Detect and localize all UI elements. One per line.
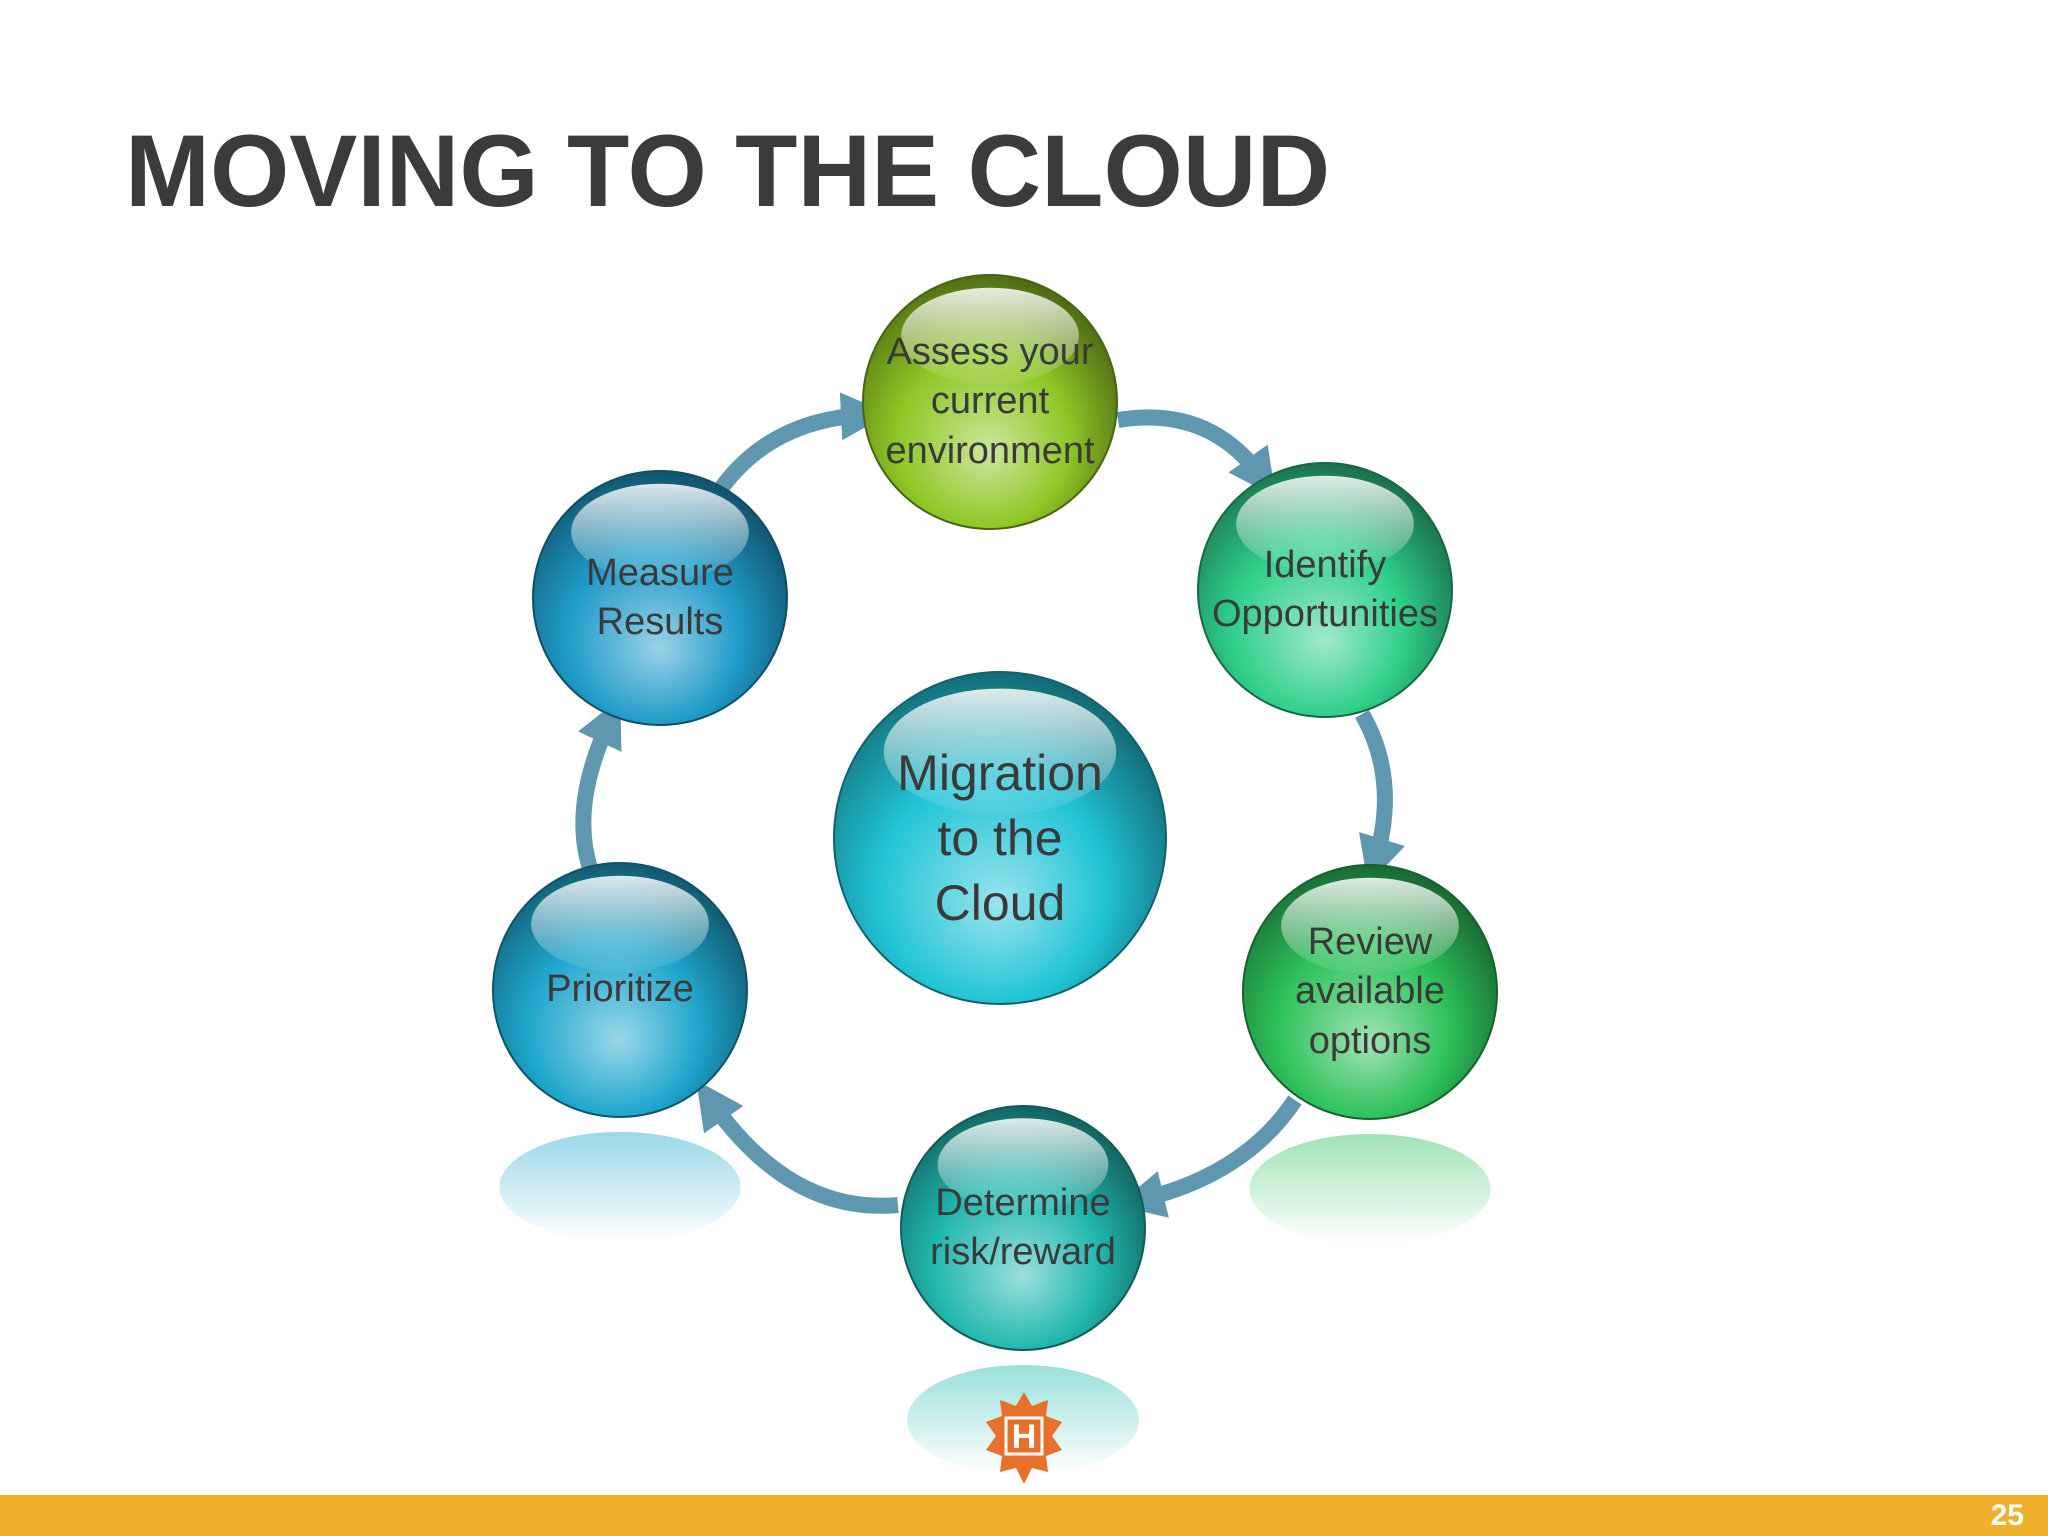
node-assess-label: Assess your current environment (885, 330, 1095, 472)
page-number: 25 (1990, 1499, 2024, 1532)
cycle-arrows (575, 392, 1405, 1218)
svg-text:H: H (1012, 1418, 1037, 1456)
node-review (1242, 864, 1498, 1120)
arrow-prioritize-to-measure (575, 698, 622, 871)
arrow-review-to-determine (1116, 1095, 1302, 1218)
cycle-nodes (492, 274, 1498, 1351)
arrow-assess-to-identify (1116, 409, 1276, 498)
center-node (833, 671, 1167, 1005)
node-prioritize (492, 862, 748, 1118)
node-determine (900, 1105, 1146, 1351)
slide-title: MOVING TO THE CLOUD (125, 114, 1331, 228)
node-determine-label: Determine risk/reward (930, 1181, 1116, 1273)
prioritize-reflection (499, 1132, 741, 1242)
center-node-label: Migration to the Cloud (897, 744, 1103, 931)
node-measure (532, 470, 788, 726)
node-identify-label: Identify Opportunities (1211, 543, 1438, 635)
node-reflections (499, 1132, 1491, 1475)
review-reflection (1249, 1134, 1491, 1244)
node-measure-label: Measure Results (586, 551, 734, 643)
logo-icon: H (986, 1392, 1062, 1484)
arrow-measure-to-assess (713, 392, 889, 495)
node-assess (862, 274, 1118, 530)
node-review-label: Review available options (1295, 920, 1445, 1062)
footer-bar: 25 (0, 1495, 2048, 1536)
arrow-identify-to-review (1355, 710, 1405, 885)
node-identify (1197, 462, 1453, 718)
node-prioritize-label: Prioritize (546, 968, 694, 1011)
arrow-determine-to-prioritize (696, 1080, 899, 1214)
